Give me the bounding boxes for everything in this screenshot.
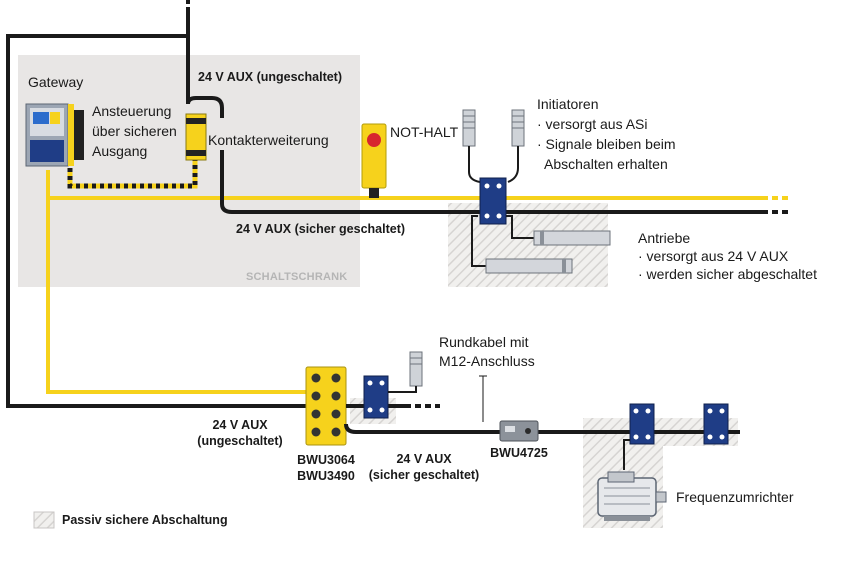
initiators-line-2: · Signale bleiben beim: [537, 136, 676, 152]
cable-aux-safe-top: [220, 150, 762, 214]
module-bwu3064: [305, 366, 347, 446]
drives-line-1: · versorgt aus 24 V AUX: [638, 248, 789, 264]
aux-safe-bottom-line-2: (sicher geschaltet): [368, 468, 480, 482]
drives-title: Antriebe: [638, 230, 691, 246]
drive-actuator-1: [533, 230, 611, 246]
cabinet-label: SCHALTSCHRANK: [246, 271, 348, 283]
legend-swatch: [33, 511, 55, 529]
gateway-device: [25, 103, 84, 167]
module-id-2: BWU3490: [297, 469, 355, 483]
contact-extension-device: [185, 113, 207, 161]
initiators-title: Initiatoren: [537, 96, 599, 112]
initiator-sensor-1: [462, 109, 481, 183]
frequency-converter-motor: [597, 471, 667, 521]
estop-device: [361, 123, 387, 198]
aux-unswitched-top-label: 24 V AUX (ungeschaltet): [198, 70, 343, 84]
drive-cable-2: [471, 215, 486, 267]
drive-cable-1: [506, 215, 534, 239]
cable-ext-loop: [186, 96, 224, 118]
control-label-line-2: über sicheren: [92, 123, 177, 139]
cable-safe-bottom: [344, 423, 500, 434]
initiators-line-1: · versorgt aus ASi: [537, 116, 648, 132]
field-module-bottom-mid: [629, 403, 655, 445]
bwu4725-device: [499, 420, 539, 442]
drives-line-2: · werden sicher abgeschaltet: [638, 266, 817, 282]
control-label-line-1: Ansteuerung: [92, 103, 172, 119]
pointer-round-cable: [479, 375, 487, 422]
cable-asi-main: [46, 170, 310, 394]
field-module-bottom-left: [363, 375, 389, 419]
freq-label: Frequenzumrichter: [676, 489, 794, 505]
initiators-line-3: Abschalten erhalten: [537, 156, 668, 172]
field-module-bottom-right: [703, 403, 729, 445]
round-cable-line-2: M12-Anschluss: [439, 353, 535, 369]
bwu4725-label: BWU4725: [490, 446, 548, 460]
drive-actuator-2: [485, 258, 573, 274]
aux-safe-bottom-line-1: 24 V AUX: [396, 452, 452, 466]
cable-gateway-to-ext-dash: [67, 150, 198, 189]
gateway-label: Gateway: [28, 74, 84, 90]
aux-unswitched-bottom-line-1: 24 V AUX: [212, 418, 268, 432]
round-cable-sensor: [388, 351, 423, 393]
aux-safe-top-label: 24 V AUX (sicher geschaltet): [236, 222, 406, 236]
cable-aux-unswitched: [6, 8, 310, 408]
field-module-top: [479, 177, 507, 225]
module-id-1: BWU3064: [297, 453, 355, 467]
freq-cable: [623, 439, 630, 470]
control-label-line-3: Ausgang: [92, 143, 148, 159]
initiator-sensor-2: [507, 109, 525, 183]
legend-label: Passiv sichere Abschaltung: [62, 513, 228, 527]
estop-label: NOT-HALT: [390, 124, 459, 140]
contact-extension-label: Kontakterweiterung: [208, 132, 329, 148]
round-cable-line-1: Rundkabel mit: [439, 334, 529, 350]
aux-unswitched-bottom-line-2: (ungeschaltet): [197, 434, 283, 448]
